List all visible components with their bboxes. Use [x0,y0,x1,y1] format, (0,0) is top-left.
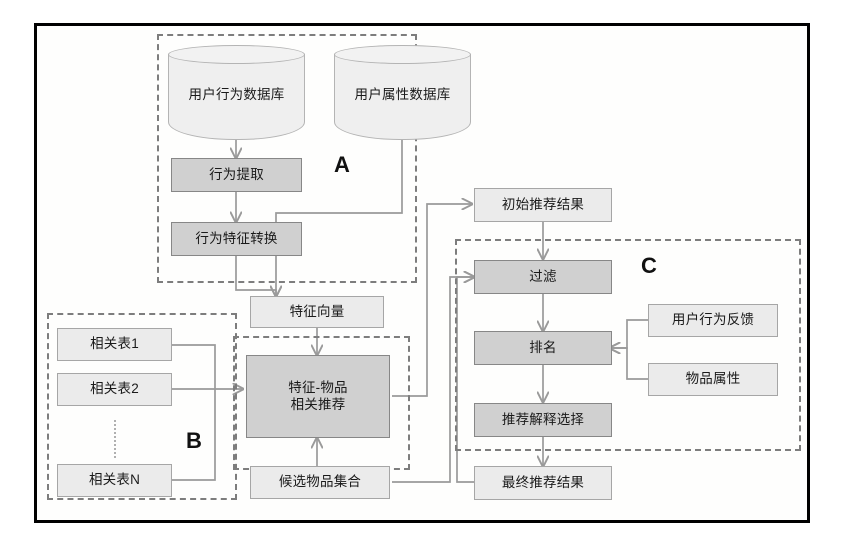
group-a-label: A [334,152,350,177]
node-recommend-explain-select[interactable]: 推荐解释选择 [474,403,612,437]
node-feature-item-recommend[interactable]: 特征-物品 相关推荐 [246,355,390,438]
ellipsis-dots [114,420,116,458]
node-label: 行为提取 [209,166,264,182]
node-label: 相关表N [88,472,141,488]
group-a-boundary [157,34,417,283]
group-c-label: C [641,253,657,278]
group-b-label: B [186,428,202,453]
node-label: 相关表1 [90,336,139,352]
node-label: 推荐解释选择 [501,411,585,427]
node-label: 相关表2 [90,381,139,397]
node-relation-table-2[interactable]: 相关表2 [57,373,172,406]
node-relation-table-n[interactable]: 相关表N [57,464,172,497]
node-label: 行为特征转换 [195,230,278,246]
node-label: 特征向量 [289,303,345,319]
node-label: 排名 [529,339,557,355]
node-label: 过滤 [529,268,557,284]
node-user-behavior-db[interactable]: 用户行为数据库 [168,45,305,140]
node-relation-table-1[interactable]: 相关表1 [57,328,172,361]
cylinder-body [168,54,305,140]
group-b-boundary [47,313,237,500]
node-initial-recommend-result[interactable]: 初始推荐结果 [474,188,612,222]
node-feature-vector[interactable]: 特征向量 [250,296,384,328]
node-label: 物品属性 [685,371,741,387]
cylinder-body [334,54,471,140]
node-label: 用户属性数据库 [354,86,451,102]
cylinder-top [334,45,471,64]
node-label: 特征-物品 相关推荐 [288,379,348,412]
node-label: 候选物品集合 [278,474,362,490]
group-c-boundary [455,239,801,451]
node-behavior-feature-transform[interactable]: 行为特征转换 [171,222,302,256]
node-ranking[interactable]: 排名 [474,331,612,365]
node-candidate-item-set[interactable]: 候选物品集合 [250,466,390,499]
node-user-behavior-feedback[interactable]: 用户行为反馈 [648,304,778,337]
node-label: 用户行为数据库 [188,86,285,102]
node-label: 用户行为反馈 [671,312,755,328]
node-filter[interactable]: 过滤 [474,260,612,294]
node-behavior-extraction[interactable]: 行为提取 [171,158,302,192]
node-final-recommend-result[interactable]: 最终推荐结果 [474,466,612,500]
node-label: 最终推荐结果 [501,474,585,490]
cylinder-top [168,45,305,64]
node-item-attribute[interactable]: 物品属性 [648,363,778,396]
node-user-attribute-db[interactable]: 用户属性数据库 [334,45,471,140]
node-label: 初始推荐结果 [501,196,585,212]
